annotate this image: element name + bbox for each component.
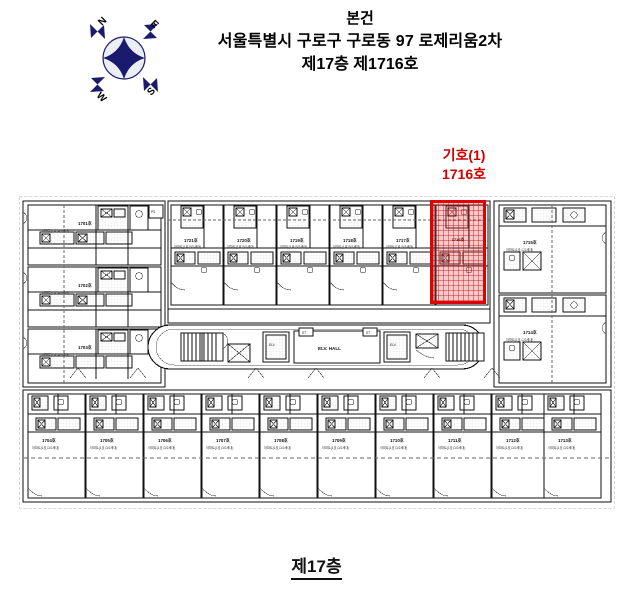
floor-plan-drawing: 1701호 아파트(1호,A/2세대) 1702호 아파트(1호,A/2세대) … bbox=[19, 195, 615, 509]
unit-sublabel: 아파트(1호,B/2세대) bbox=[280, 244, 307, 249]
bottom-unit bbox=[433, 393, 492, 499]
property-address: 서울특별시 구로구 구로동 97 로제리움2차 bbox=[217, 32, 503, 50]
compass-star bbox=[103, 37, 145, 79]
core-labels: ELV. HALL ELV. ELV. ST ST PS bbox=[151, 210, 397, 351]
unit-sublabel: 아파트(1호,D/2세대) bbox=[32, 445, 59, 450]
compass-rose-icon: N E S W bbox=[90, 15, 161, 105]
floor-caption-row: 제17층 bbox=[0, 552, 633, 580]
unit-label: 1715호 bbox=[523, 239, 537, 245]
bottom-unit bbox=[317, 393, 376, 499]
stair-left bbox=[180, 332, 229, 362]
bottom-unit bbox=[375, 393, 434, 499]
ps-shaft-label: PS bbox=[151, 210, 155, 214]
units-top-left bbox=[22, 204, 164, 384]
unit-sublabel: 아파트(1호,C/2세대) bbox=[506, 247, 533, 252]
top-middle-unit bbox=[329, 204, 383, 306]
unit-label: 1712호 bbox=[506, 437, 520, 443]
unit-sublabel: 아파트(1호,D/2세대) bbox=[206, 445, 233, 450]
unit-label: 1721호 bbox=[184, 237, 198, 243]
elevator-machine-label-2: ELV. bbox=[390, 343, 397, 347]
unit-label: 1720호 bbox=[237, 237, 251, 243]
unit-label: 1701호 bbox=[78, 220, 92, 226]
unit-label: 1705호 bbox=[100, 437, 114, 443]
elevator-machine-label: ELV. bbox=[269, 343, 276, 347]
unit-labels: 1701호 아파트(1호,A/2세대) 1702호 아파트(1호,A/2세대) … bbox=[32, 220, 575, 450]
central-core bbox=[147, 324, 485, 370]
bottom-unit bbox=[27, 393, 86, 499]
unit-label: 1704호 bbox=[42, 437, 56, 443]
units-right bbox=[498, 204, 607, 384]
stair-right-label: ST bbox=[366, 331, 370, 335]
top-middle-unit-highlighted bbox=[435, 204, 489, 306]
unit-label: 1708호 bbox=[274, 437, 288, 443]
unit-label: 1710호 bbox=[390, 437, 404, 443]
units-top-middle bbox=[168, 204, 490, 306]
top-middle-unit bbox=[276, 204, 330, 306]
compass-label-north: N bbox=[96, 15, 109, 28]
unit-label: 1706호 bbox=[158, 437, 172, 443]
unit-sublabel: 아파트(1호,B/2세대) bbox=[174, 244, 201, 249]
top-middle-unit bbox=[382, 204, 436, 306]
unit-sublabel: 아파트(1호,B/2세대) bbox=[227, 244, 254, 249]
bottom-unit bbox=[543, 393, 602, 499]
unit-sublabel: 아파트(1호,A/2세대) bbox=[42, 228, 69, 233]
elevator-left bbox=[262, 331, 290, 363]
unit-label: 1702호 bbox=[78, 282, 92, 288]
floor-plan: 1701호 아파트(1호,A/2세대) 1702호 아파트(1호,A/2세대) … bbox=[18, 192, 616, 514]
unit-label: 1714호 bbox=[523, 329, 537, 335]
callout-label: 기호(1) 1716호 bbox=[404, 146, 524, 184]
unit-sublabel: 아파트(1호,D/2세대) bbox=[380, 445, 407, 450]
floor-caption: 제17층 bbox=[291, 552, 342, 580]
unit-label: 1718호 bbox=[343, 237, 357, 243]
bottom-unit bbox=[201, 393, 260, 499]
unit-sublabel: 아파트(1호,D/2세대) bbox=[264, 445, 291, 450]
unit-label: 1707호 bbox=[216, 437, 230, 443]
top-middle-unit bbox=[223, 204, 277, 306]
bottom-unit bbox=[85, 393, 144, 499]
stair-left-label: ST bbox=[302, 331, 306, 335]
unit-sublabel: 아파트(1호,B/2세대) bbox=[333, 244, 360, 249]
unit-sublabel: 아파트(1호,D/2세대) bbox=[148, 445, 175, 450]
elevator-hall bbox=[293, 330, 381, 364]
compass-arrows bbox=[90, 24, 158, 92]
unit-sublabel: 아파트(1호,D/2세대) bbox=[322, 445, 349, 450]
bottom-unit bbox=[143, 393, 202, 499]
compass-label-west: W bbox=[94, 90, 109, 104]
unit-label: 1717호 bbox=[396, 237, 410, 243]
unit-sublabel: 아파트(1호,D/2세대) bbox=[90, 445, 117, 450]
unit-label: 1709호 bbox=[332, 437, 346, 443]
unit-sublabel: 아파트(1호,D/2세대) bbox=[496, 445, 523, 450]
elevator-right bbox=[383, 331, 411, 363]
stair-right bbox=[445, 332, 485, 362]
compass-rose: N E S W bbox=[78, 12, 170, 105]
unit-label: 1713호 bbox=[558, 437, 572, 443]
title-block: 본건 서울특별시 구로구 구로동 97 로제리움2차 제17층 제1716호 bbox=[150, 8, 570, 76]
unit-sublabel: 아파트(1호,A/2세대) bbox=[42, 352, 69, 357]
subject-label: 본건 bbox=[346, 10, 374, 27]
unit-label: 1719호 bbox=[290, 237, 304, 243]
unit-label: 1703호 bbox=[78, 344, 92, 350]
top-middle-unit bbox=[170, 204, 224, 306]
unit-sublabel: 아파트(1호,D/2세대) bbox=[438, 445, 465, 450]
unit-sublabel: 아파트(1호,D/2세대) bbox=[548, 445, 575, 450]
bottom-unit bbox=[259, 393, 318, 499]
unit-sublabel: 아파트(1호,A/2세대) bbox=[42, 290, 69, 295]
unit-sublabel: 아파트(1호,C/2세대) bbox=[506, 337, 533, 342]
property-unit-line: 제17층 제1716호 bbox=[301, 55, 419, 73]
elevator-hall-label: ELV. HALL bbox=[318, 346, 341, 351]
callout-unit: 1716호 bbox=[441, 165, 487, 182]
unit-sublabel: 아파트(1호,B/2세대) bbox=[386, 244, 413, 249]
unit-label: 1711호 bbox=[448, 437, 462, 443]
callout-mark: 기호(1) bbox=[442, 147, 486, 163]
units-bottom bbox=[24, 367, 610, 499]
